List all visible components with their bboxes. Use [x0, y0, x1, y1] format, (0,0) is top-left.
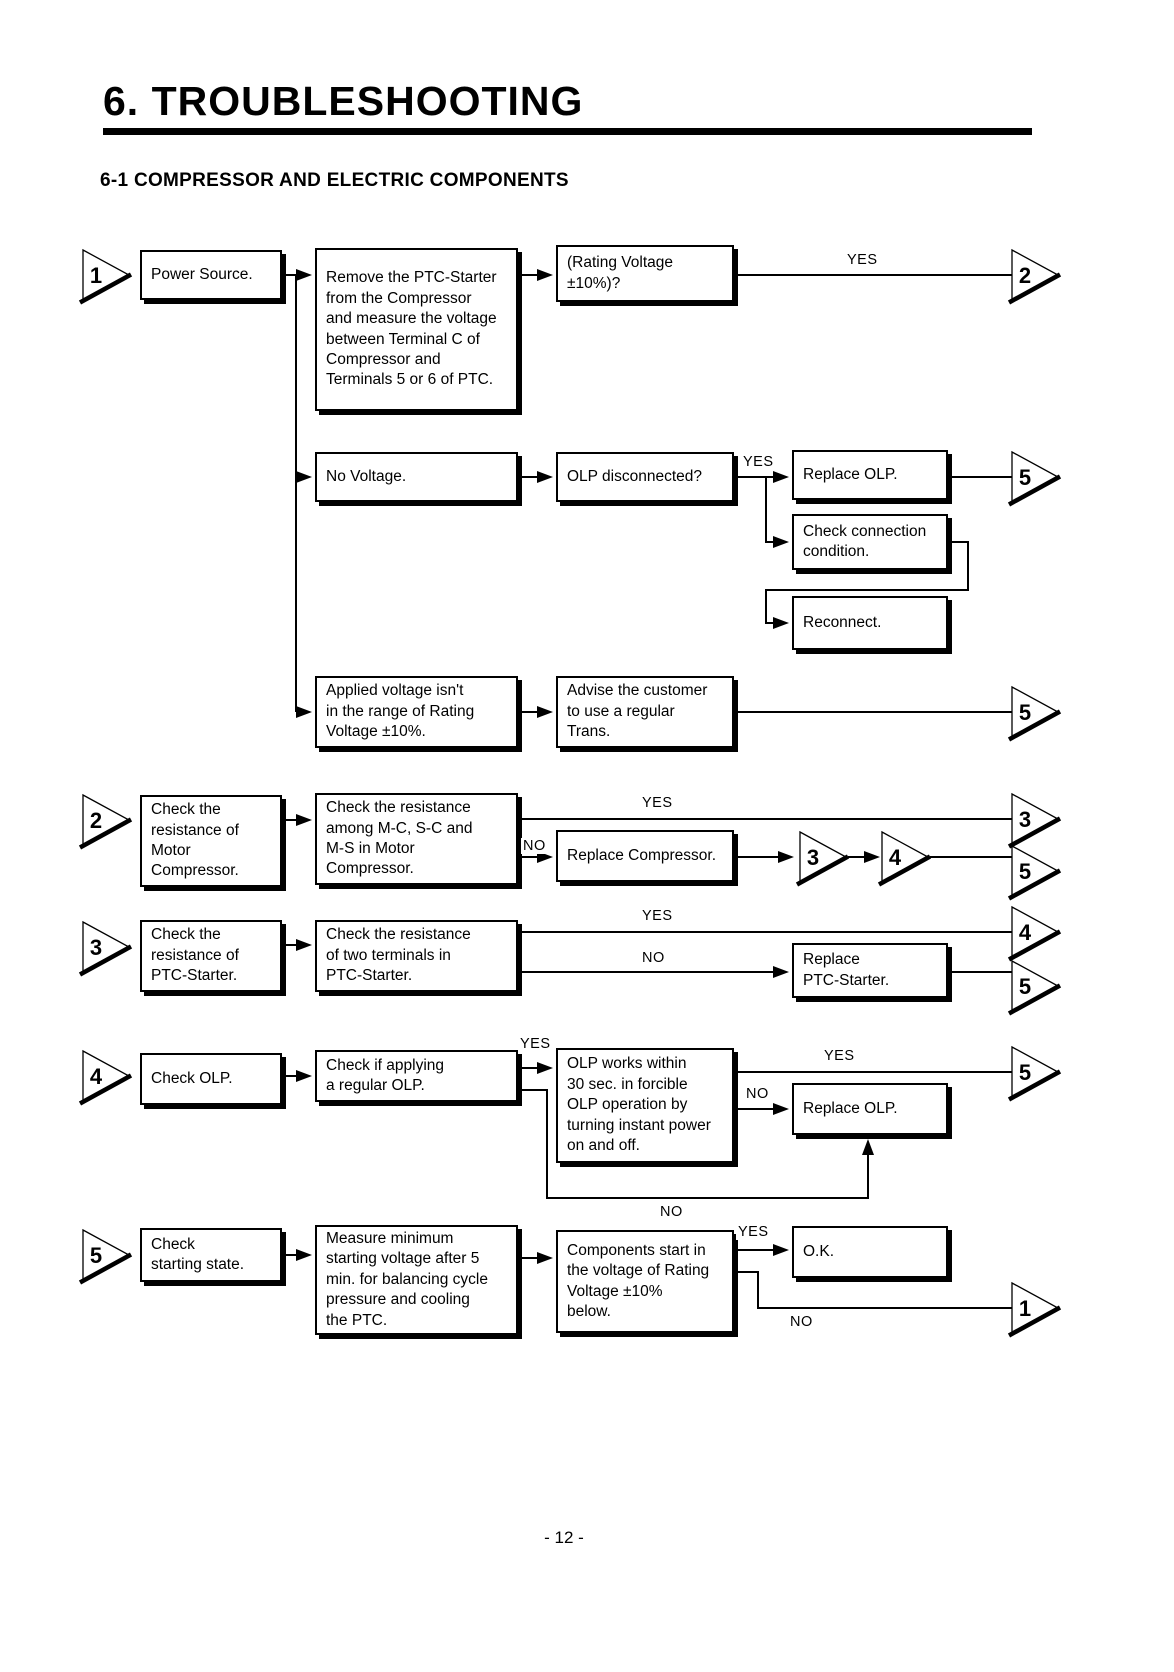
flow-box-replace-ptc-starter: Replace PTC-Starter.: [792, 943, 948, 998]
flow-box-reconnect: Reconnect.: [792, 596, 948, 650]
connector-number: 5: [1019, 974, 1031, 999]
flow-box-replace-olp-1: Replace OLP.: [792, 450, 948, 500]
connector-slash-icon: [1007, 816, 1062, 849]
flow-box-check-resistance-ptc: Check the resistance of PTC-Starter.: [140, 920, 282, 992]
flow-connector-out-5-applied: 5: [1007, 685, 1062, 742]
flow-line-9: [765, 477, 789, 548]
flow-box-components-start: Components start in the voltage of Ratin…: [556, 1230, 734, 1333]
flow-box-replace-olp-2: Replace OLP.: [792, 1083, 948, 1135]
flow-connector-start-1: 1: [78, 248, 133, 305]
flow-connector-out-5-row3: 5: [1007, 959, 1062, 1016]
flow-box-no-voltage: No Voltage.: [315, 452, 518, 502]
edge-label-yes-applying: YES: [518, 1036, 553, 1052]
flow-line-10: [765, 541, 969, 629]
page-number: - 12 -: [544, 1528, 584, 1547]
flow-box-check-resistance-motor: Check the resistance of Motor Compressor…: [140, 795, 282, 887]
flow-box-power-source: Power Source.: [140, 250, 282, 300]
flow-box-check-applying: Check if applying a regular OLP.: [315, 1050, 518, 1102]
page-title: 6. TROUBLESHOOTING: [103, 78, 584, 124]
connector-slash-icon: [78, 944, 133, 977]
edge-label-yes-works: YES: [822, 1048, 857, 1064]
flow-connector-out-5-row2: 5: [1007, 844, 1062, 901]
connector-number: 4: [1019, 920, 1032, 945]
flow-box-check-connection: Check connection condition.: [792, 514, 948, 570]
flow-box-applied-voltage: Applied voltage isn't in the range of Ra…: [315, 676, 518, 748]
edge-label-no-mcs: NO: [521, 838, 548, 854]
flow-box-check-starting-state: Check starting state.: [140, 1228, 282, 1282]
flow-box-ok: O.K.: [792, 1226, 948, 1278]
title-underline: [103, 128, 1032, 135]
connector-slash-icon: [1007, 868, 1062, 901]
connector-slash-icon: [78, 1252, 133, 1285]
flow-connector-start-3: 3: [78, 920, 133, 977]
flow-connector-out-2: 2: [1007, 248, 1062, 305]
connector-slash-icon: [1007, 1069, 1062, 1102]
edge-label-yes-components: YES: [736, 1224, 771, 1240]
connector-number: 5: [1019, 1060, 1031, 1085]
flow-box-rating-voltage: (Rating Voltage ±10%)?: [556, 245, 734, 302]
connector-number: 3: [807, 845, 819, 870]
connector-slash-icon: [1007, 709, 1062, 742]
connector-slash-icon: [1007, 983, 1062, 1016]
flow-connector-out-1: 1: [1007, 1281, 1062, 1338]
edge-label-no-two: NO: [640, 950, 667, 966]
edge-label-yes-mcs: YES: [640, 795, 675, 811]
connector-number: 5: [90, 1243, 102, 1268]
edge-label-no-loop: NO: [658, 1204, 685, 1220]
flow-box-resistance-mcs: Check the resistance among M-C, S-C and …: [315, 793, 518, 885]
edge-label-yes-row1: YES: [845, 252, 880, 268]
connector-number: 4: [90, 1064, 103, 1089]
flow-connector-start-2: 2: [78, 793, 133, 850]
edge-label-yes-olp-disc: YES: [741, 454, 776, 470]
flow-box-remove-ptc: Remove the PTC-Starter from the Compress…: [315, 248, 518, 411]
flow-box-replace-compressor: Replace Compressor.: [556, 830, 734, 882]
flow-line-27: [518, 1089, 874, 1199]
flow-box-olp-disconnected: OLP disconnected?: [556, 452, 734, 502]
connector-number: 5: [1019, 700, 1031, 725]
flow-connector-out-3: 3: [1007, 792, 1062, 849]
connector-slash-icon: [1007, 474, 1062, 507]
connector-number: 4: [889, 845, 902, 870]
section-heading: 6-1 COMPRESSOR AND ELECTRIC COMPONENTS: [100, 170, 569, 191]
connector-number: 1: [1019, 1296, 1031, 1321]
connector-number: 3: [1019, 807, 1031, 832]
flow-box-measure-minimum: Measure minimum starting voltage after 5…: [315, 1225, 518, 1335]
flow-box-resistance-two-terminals: Check the resistance of two terminals in…: [315, 920, 518, 992]
connector-number: 3: [90, 935, 102, 960]
flow-connector-out-5-row1: 5: [1007, 450, 1062, 507]
connector-slash-icon: [1007, 929, 1062, 962]
flow-connector-out-5-row4: 5: [1007, 1045, 1062, 1102]
edge-label-no-works: NO: [744, 1086, 771, 1102]
connector-number: 2: [90, 808, 102, 833]
flow-line-31: [734, 1271, 1012, 1309]
flow-connector-mid-4: 4: [877, 830, 932, 887]
connector-number: 2: [1019, 263, 1031, 288]
edge-label-no-components: NO: [788, 1314, 815, 1330]
connector-number: 1: [90, 263, 102, 288]
connector-number: 5: [1019, 859, 1031, 884]
edge-label-yes-two: YES: [640, 908, 675, 924]
connector-slash-icon: [877, 854, 932, 887]
connector-number: 5: [1019, 465, 1031, 490]
connector-slash-icon: [1007, 1305, 1062, 1338]
flow-box-olp-works: OLP works within 30 sec. in forcible OLP…: [556, 1048, 734, 1163]
connector-slash-icon: [795, 854, 850, 887]
flow-box-advise-customer: Advise the customer to use a regular Tra…: [556, 676, 734, 748]
connector-slash-icon: [78, 1073, 133, 1106]
flow-connector-out-4: 4: [1007, 905, 1062, 962]
connector-slash-icon: [1007, 272, 1062, 305]
connector-slash-icon: [78, 817, 133, 850]
flow-connector-start-4: 4: [78, 1049, 133, 1106]
flow-connector-mid-3: 3: [795, 830, 850, 887]
connector-slash-icon: [78, 272, 133, 305]
flow-box-check-olp: Check OLP.: [140, 1053, 282, 1105]
flow-connector-start-5: 5: [78, 1228, 133, 1285]
